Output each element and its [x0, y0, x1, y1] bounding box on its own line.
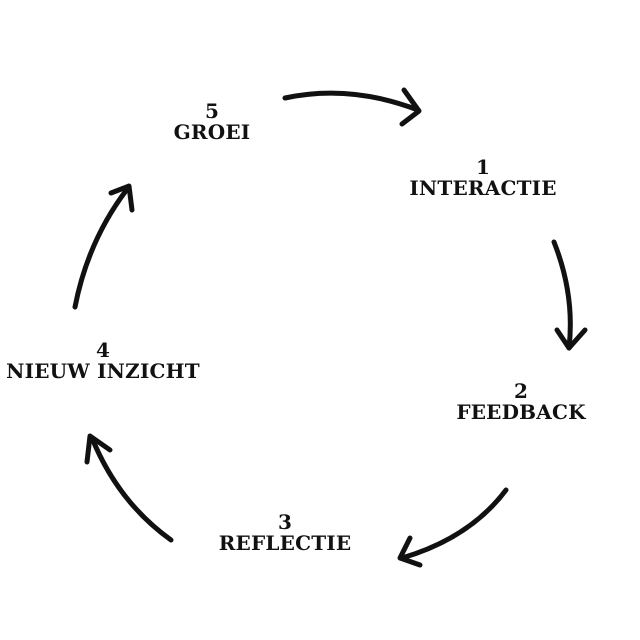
- step-feedback: 2 FEEDBACK: [456, 381, 585, 423]
- step-label: FEEDBACK: [456, 400, 586, 424]
- arrow-4-to-5: [72, 183, 135, 310]
- step-label: REFLECTIE: [218, 531, 352, 555]
- step-number: 3: [278, 510, 292, 534]
- arrow-2-to-3: [397, 487, 509, 568]
- step-reflectie: 3 REFLECTIE: [219, 512, 352, 554]
- step-label: GROEI: [173, 120, 251, 144]
- step-number: 4: [96, 338, 110, 362]
- step-number: 2: [514, 379, 528, 403]
- step-label: INTERACTIE: [409, 176, 557, 200]
- step-label: NIEUW INZICHT: [6, 359, 200, 383]
- arrow-1-to-2: [551, 239, 588, 351]
- arrow-5-to-1: [282, 87, 422, 127]
- step-number: 1: [476, 155, 490, 179]
- arrow-3-to-4: [84, 433, 174, 543]
- step-groei: 5 GROEI: [174, 101, 251, 143]
- step-nieuw-inzicht: 4 NIEUW INZICHT: [6, 340, 200, 382]
- step-interactie: 1 INTERACTIE: [409, 157, 556, 199]
- step-number: 5: [205, 99, 219, 123]
